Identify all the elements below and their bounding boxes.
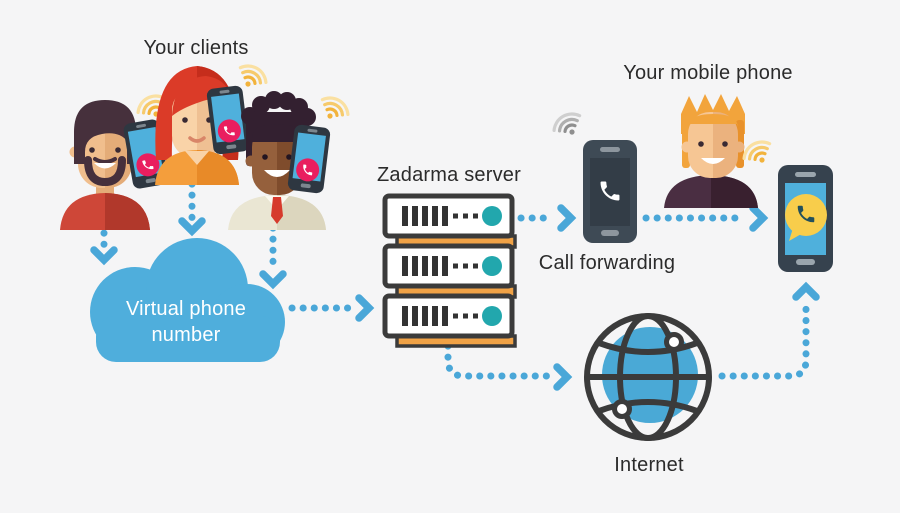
tie — [271, 197, 283, 224]
recipient-person — [664, 94, 758, 208]
server-unit — [382, 293, 515, 339]
face — [252, 125, 277, 195]
label-your-mobile-phone: Your mobile phone — [623, 62, 793, 84]
arrow-server-to-internet — [444, 342, 573, 391]
label-internet: Internet — [614, 454, 684, 476]
wifi-waves-icon — [742, 140, 772, 165]
smile — [264, 170, 290, 177]
arrow-client2-to-cloud — [178, 180, 206, 237]
smartphone-messenger-icon — [778, 165, 833, 272]
server-stack-icon — [382, 193, 517, 348]
fringe — [172, 76, 231, 116]
client-1 — [60, 100, 150, 230]
arrow-cloud-to-server — [288, 294, 375, 322]
label-virtual-phone-number: Virtual phone number — [125, 298, 247, 346]
goatee — [84, 156, 126, 187]
wifi-waves-icon — [320, 96, 350, 121]
globe-icon — [584, 313, 712, 441]
arrow-server-to-callforwarding — [517, 204, 577, 232]
arrow-client1-to-cloud — [90, 218, 118, 266]
server-unit — [382, 243, 515, 289]
wifi-waves-icon — [552, 112, 582, 137]
status-led — [482, 256, 502, 276]
client-3 — [228, 91, 326, 230]
wifi-waves-icon — [238, 64, 268, 89]
arrow-internet-to-mobile — [718, 281, 820, 380]
status-led — [482, 206, 502, 226]
server-unit — [382, 193, 515, 239]
messenger-call-bubble-icon — [785, 194, 827, 241]
network-node — [612, 399, 632, 419]
smile — [188, 136, 206, 143]
label-call-forwarding: Call forwarding — [538, 252, 676, 274]
network-node — [664, 332, 684, 352]
hair — [74, 100, 136, 164]
cloud-icon — [90, 238, 285, 362]
chest — [185, 151, 209, 165]
status-led — [482, 306, 502, 326]
smartphone-call-icon — [583, 140, 637, 243]
flow-arrows — [90, 180, 820, 391]
label-your-clients: Your clients — [143, 37, 249, 59]
smile — [701, 158, 725, 164]
arrow-callforwarding-to-mobile — [642, 204, 769, 232]
label-zadarma-server: Zadarma server — [377, 164, 521, 186]
arrow-client3-to-cloud — [259, 224, 287, 290]
smile — [94, 163, 116, 169]
